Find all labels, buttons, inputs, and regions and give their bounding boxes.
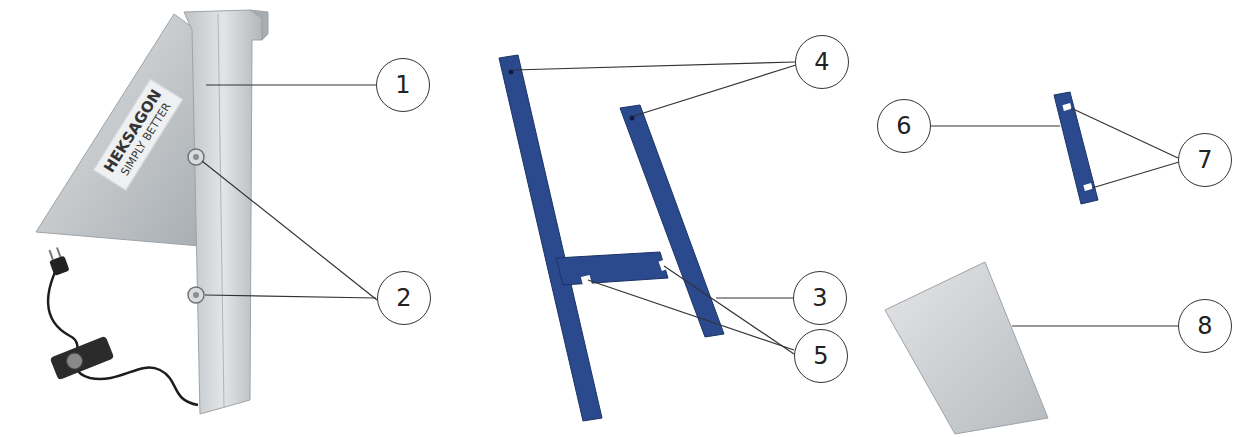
callout-circle: 3 [793,271,847,325]
callout-number: 2 [396,286,411,310]
callout-circle: 4 [795,35,849,89]
callout-number: 4 [814,50,829,74]
power-plug [46,246,70,276]
knob [188,287,204,303]
steel-plate [885,262,1048,434]
callout-number: 5 [813,344,828,368]
callout-number: 6 [896,114,911,138]
side-panel [36,14,200,246]
callout-circle: 1 [376,58,430,112]
power-cable [48,262,198,405]
controller-box [50,336,115,381]
callout-circle: 8 [1178,299,1232,353]
callout-number: 7 [1197,148,1212,172]
callout-number: 3 [812,286,827,310]
steel-channel [184,10,262,414]
knob [188,149,204,165]
callout-circle: 2 [377,271,431,325]
leader-lines [202,62,1179,354]
callout-circle: 6 [877,99,931,153]
callout-circle: 7 [1178,133,1232,187]
callout-circle: 5 [794,329,848,383]
callout-number: 1 [395,73,410,97]
blue-bar [1054,92,1098,204]
callout-number: 8 [1197,314,1212,338]
blue-frame [499,55,724,421]
